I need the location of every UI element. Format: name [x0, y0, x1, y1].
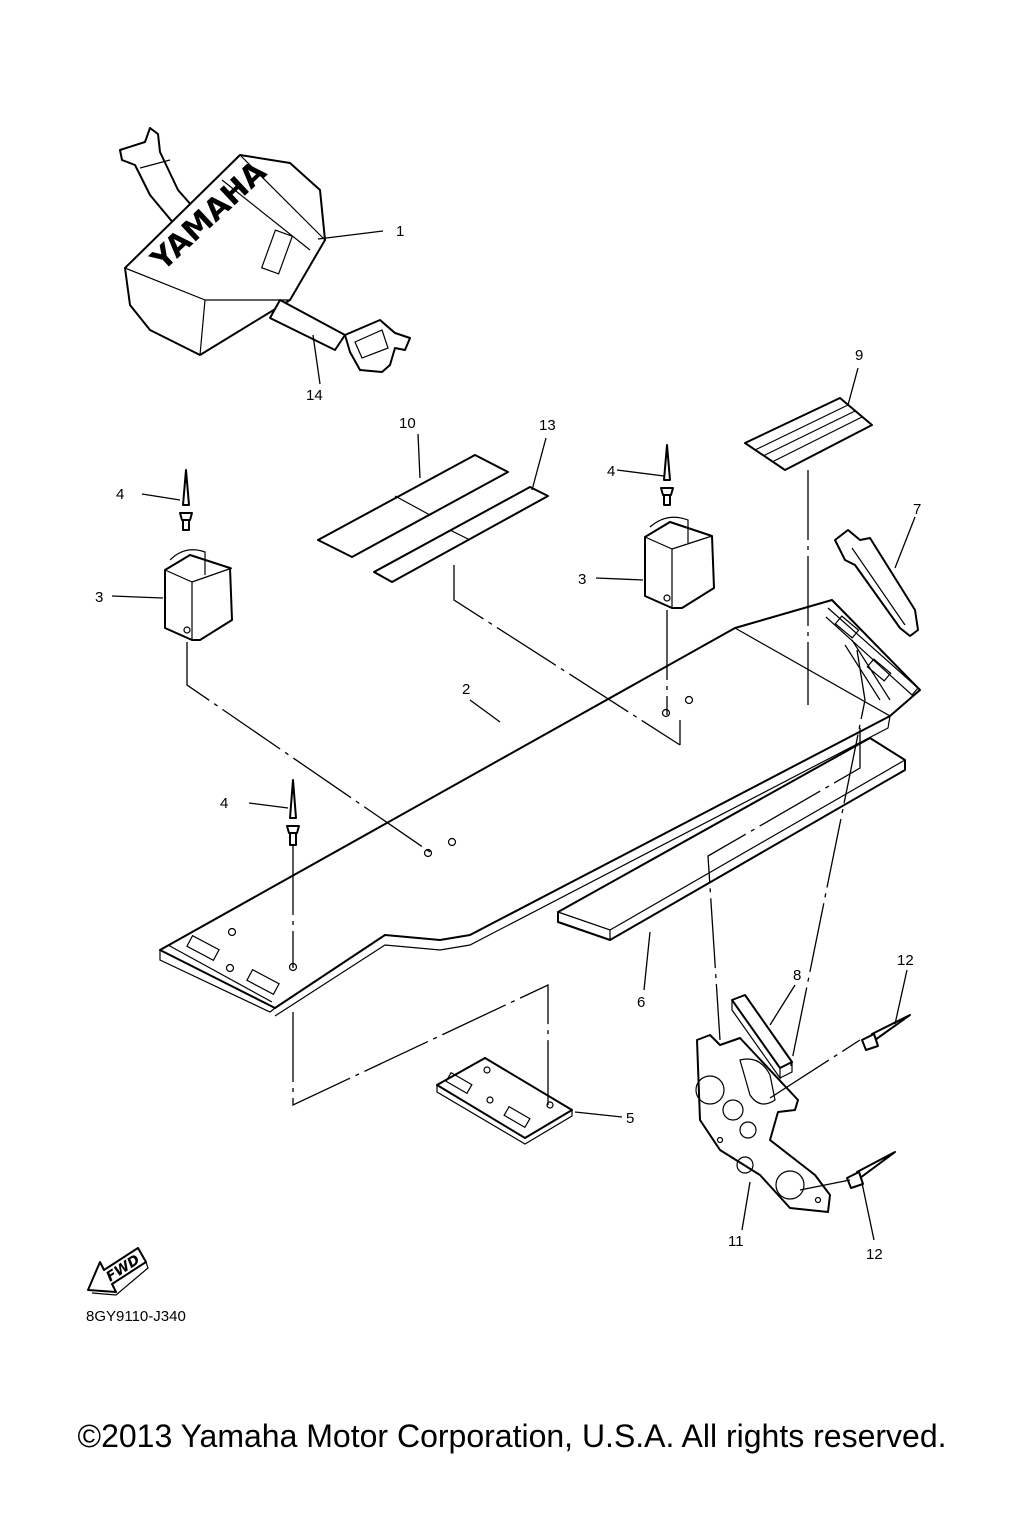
part-clip-7: [834, 529, 919, 637]
part-bracket-11: [695, 1034, 831, 1213]
callout-4a: 4: [116, 486, 124, 503]
callout-13: 13: [539, 417, 556, 434]
part-bracket-right: [644, 516, 715, 609]
part-pad: [557, 737, 906, 941]
part-rivet-a: [179, 469, 193, 531]
callout-3b: 3: [578, 571, 586, 588]
callout-14: 14: [306, 387, 323, 404]
callout-8: 8: [793, 967, 801, 984]
callout-12a: 12: [897, 952, 914, 969]
part-mat-9: [744, 397, 873, 471]
part-bracket-left: [164, 549, 233, 641]
assembly-lines: [186, 470, 866, 1191]
part-label-10: [317, 454, 509, 558]
callout-5: 5: [626, 1110, 634, 1127]
callout-4c: 4: [220, 795, 228, 812]
callouts: 1 14 10 13 9 7 4 4 4 3 3 2 8 12 6 5 11 1…: [95, 223, 921, 1263]
part-label-13: [373, 486, 549, 583]
callout-11: 11: [728, 1233, 744, 1250]
part-cover-bag: YAMAHA: [119, 127, 411, 373]
leader-lines: [111, 230, 916, 1241]
part-rivet-b: [660, 444, 674, 506]
callout-4b: 4: [607, 463, 615, 480]
callout-9: 9: [855, 347, 863, 364]
copyright-notice: ©2013 Yamaha Motor Corporation, U.S.A. A…: [77, 1418, 947, 1454]
part-rivet-12a: [861, 1014, 911, 1051]
part-block-8: [731, 994, 793, 1080]
callout-2: 2: [462, 681, 470, 698]
forward-arrow-icon: FWD: [87, 1247, 149, 1296]
part-rivet-12b: [846, 1151, 896, 1189]
drawing-code: 8GY9110-J340: [86, 1308, 186, 1325]
callout-3a: 3: [95, 589, 103, 606]
callout-6: 6: [637, 994, 645, 1011]
part-rivet-c: [286, 779, 300, 846]
callout-1: 1: [396, 223, 404, 240]
part-plate-5: [436, 1057, 573, 1145]
callout-12b: 12: [866, 1246, 883, 1263]
callout-10: 10: [399, 415, 416, 432]
callout-7: 7: [913, 501, 921, 518]
